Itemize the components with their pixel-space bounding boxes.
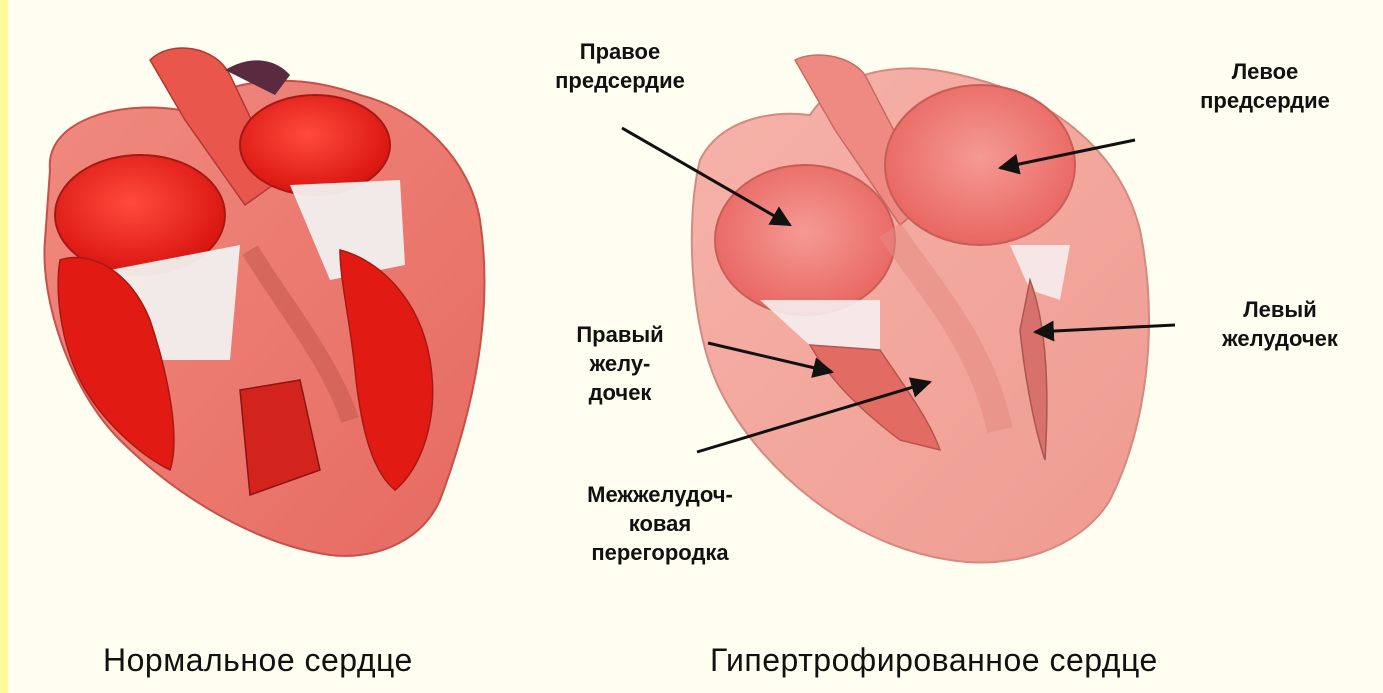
label-left-ventricle-line2: желудочек — [1190, 324, 1370, 353]
label-right-ventricle-line1: Правый — [555, 320, 685, 349]
label-septum-line3: перегородка — [555, 538, 765, 567]
label-septum-line2: ковая — [555, 509, 765, 538]
hyper-left-atrium — [885, 85, 1075, 245]
label-right-ventricle-line2: желу- — [555, 349, 685, 378]
hyper-right-atrium — [715, 165, 895, 315]
label-left-atrium-line1: Левое — [1160, 57, 1370, 86]
label-left-ventricle: Левый желудочек — [1190, 295, 1370, 353]
normal-heart — [44, 48, 484, 556]
label-right-atrium-line1: Правое — [520, 37, 720, 66]
label-left-ventricle-line1: Левый — [1190, 295, 1370, 324]
caption-normal-heart: Нормальное сердце — [103, 640, 413, 680]
label-left-atrium-line2: предсердие — [1160, 86, 1370, 115]
label-right-ventricle-line3: дочек — [555, 378, 685, 407]
label-right-ventricle: Правый желу- дочек — [555, 320, 685, 407]
label-right-atrium-line2: предсердие — [520, 66, 720, 95]
label-septum-line1: Межжелудоч- — [555, 480, 765, 509]
normal-left-atrium — [240, 95, 390, 195]
caption-hypertrophied-heart: Гипертрофированное сердце — [710, 640, 1158, 680]
label-septum: Межжелудоч- ковая перегородка — [555, 480, 765, 567]
label-right-atrium: Правое предсердие — [520, 37, 720, 95]
label-left-atrium: Левое предсердие — [1160, 57, 1370, 115]
